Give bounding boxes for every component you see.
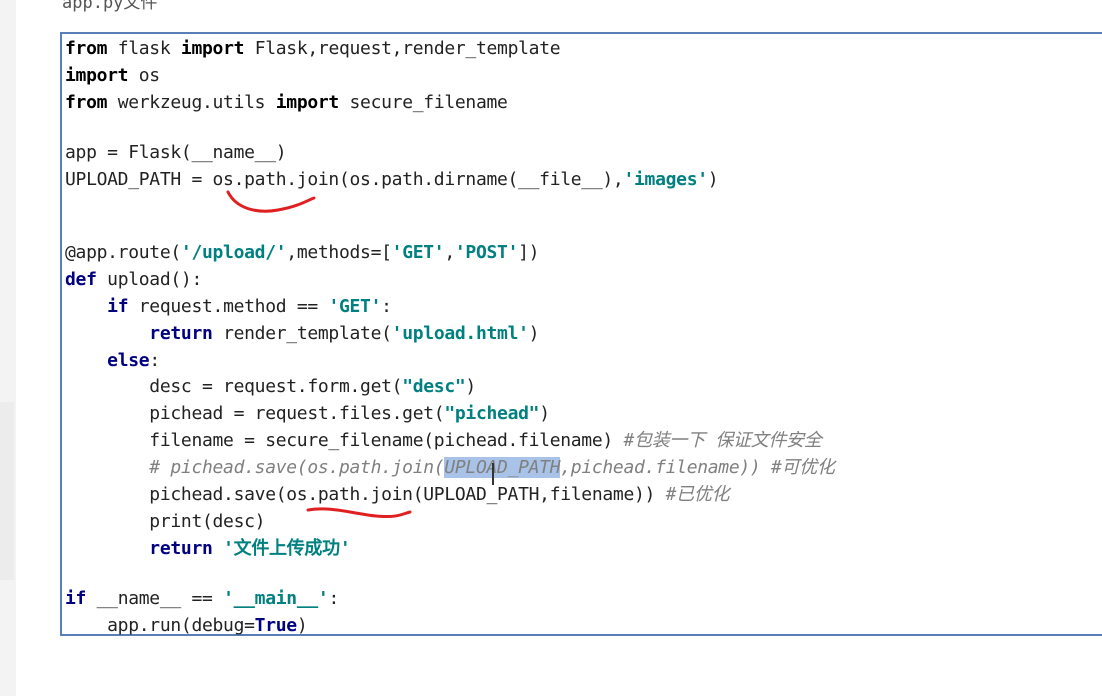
string-literal: 'GET' bbox=[391, 242, 445, 263]
code-text: UPLOAD_PATH = os.path.join(os.path.dirna… bbox=[65, 169, 624, 190]
code-text: , bbox=[444, 242, 455, 263]
code-text: os bbox=[128, 65, 160, 86]
code-line-2: import os bbox=[65, 63, 160, 89]
code-line-13: else: bbox=[65, 348, 160, 374]
code-text: ,methods=[ bbox=[286, 242, 392, 263]
code-text: app = Flask(__name__) bbox=[65, 142, 287, 163]
code-line-14: desc = request.form.get("desc") bbox=[65, 374, 476, 400]
code-comment: # pichead.save(os.path.join( bbox=[65, 457, 445, 478]
selected-text[interactable]: UPLOAD_PATH bbox=[444, 457, 561, 478]
string-literal: '__main__' bbox=[223, 588, 329, 609]
code-line-11: if request.method == 'GET': bbox=[65, 294, 392, 320]
code-line-18: pichead.save(os.path.join(UPLOAD_PATH,fi… bbox=[65, 482, 729, 508]
code-text: flask bbox=[107, 38, 181, 59]
code-text: ) bbox=[465, 376, 476, 397]
code-line-9: @app.route('/upload/',methods=['GET','PO… bbox=[65, 240, 540, 266]
code-text: pichead.save(os.path.join(UPLOAD_PATH,fi… bbox=[65, 484, 666, 505]
code-text bbox=[213, 538, 224, 559]
code-text: ) bbox=[707, 169, 719, 190]
keyword: else bbox=[107, 350, 150, 371]
code-line-19: print(desc) bbox=[65, 509, 265, 535]
string-literal: 'GET' bbox=[328, 296, 382, 317]
code-text: ) bbox=[539, 403, 550, 424]
code-text: app.run(debug= bbox=[65, 615, 255, 636]
code-line-15: pichead = request.files.get("pichead") bbox=[65, 401, 550, 427]
keyword: return bbox=[149, 538, 213, 559]
code-comment: #已优化 bbox=[665, 484, 730, 505]
string-literal: 'upload.html' bbox=[391, 323, 529, 344]
code-text: Flask,request,render_template bbox=[244, 38, 561, 59]
code-line-12: return render_template('upload.html') bbox=[65, 321, 539, 347]
keyword: import bbox=[65, 65, 129, 86]
code-line-1: from flask import Flask,request,render_t… bbox=[65, 36, 561, 62]
code-line-20: return '文件上传成功' bbox=[65, 536, 350, 562]
code-line-16: filename = secure_filename(pichead.filen… bbox=[65, 428, 822, 454]
keyword: def bbox=[65, 269, 97, 290]
string-literal: 'images' bbox=[623, 169, 708, 190]
file-caption: app.py文件 bbox=[62, 0, 158, 13]
code-text: werkzeug.utils bbox=[107, 92, 276, 113]
code-text: ]) bbox=[518, 242, 540, 263]
code-text: ) bbox=[296, 615, 308, 636]
keyword: if bbox=[65, 588, 87, 609]
code-text: ) bbox=[528, 323, 540, 344]
code-text: secure_filename bbox=[338, 92, 508, 113]
code-text: upload(): bbox=[96, 269, 202, 290]
code-line-10: def upload(): bbox=[65, 267, 202, 293]
code-comment: #包装一下 保证文件安全 bbox=[623, 430, 822, 451]
string-literal: "pichead" bbox=[444, 403, 540, 424]
keyword: return bbox=[149, 323, 213, 344]
code-block[interactable]: from flask import Flask,request,render_t… bbox=[60, 32, 1102, 636]
code-indent bbox=[65, 323, 149, 344]
code-text: : bbox=[328, 588, 339, 609]
code-indent bbox=[65, 538, 149, 559]
code-line-17: # pichead.save(os.path.join(UPLOAD_PATH,… bbox=[65, 455, 835, 481]
code-text: render_template( bbox=[212, 323, 392, 344]
code-line-22: if __name__ == '__main__': bbox=[65, 586, 339, 612]
left-side-panel bbox=[0, 402, 14, 580]
code-indent bbox=[65, 350, 107, 371]
keyword: import bbox=[275, 92, 340, 113]
keyword: True bbox=[254, 615, 297, 636]
code-comment: ,pichead.filename)) #可优化 bbox=[560, 457, 835, 478]
code-text: __name__ == bbox=[86, 588, 224, 609]
string-literal: '文件上传成功' bbox=[223, 538, 351, 559]
code-line-23: app.run(debug=True) bbox=[65, 613, 308, 639]
keyword: from bbox=[65, 38, 108, 59]
keyword: if bbox=[107, 296, 129, 317]
code-text: print(desc) bbox=[65, 511, 266, 532]
code-text: : bbox=[149, 350, 160, 371]
keyword: from bbox=[65, 92, 108, 113]
code-text: desc = request.form.get( bbox=[65, 376, 403, 397]
code-text: : bbox=[381, 296, 392, 317]
string-literal: '/upload/' bbox=[180, 242, 287, 263]
code-text: request.method == bbox=[128, 296, 329, 317]
code-line-6: UPLOAD_PATH = os.path.join(os.path.dirna… bbox=[65, 167, 719, 193]
code-line-3: from werkzeug.utils import secure_filena… bbox=[65, 90, 508, 116]
left-scroll-strip bbox=[0, 0, 16, 696]
code-indent bbox=[65, 296, 107, 317]
code-text: @app.route( bbox=[65, 242, 181, 263]
code-text: filename = secure_filename(pichead.filen… bbox=[65, 430, 624, 451]
string-literal: "desc" bbox=[402, 376, 466, 397]
keyword: import bbox=[180, 38, 245, 59]
code-text: pichead = request.files.get( bbox=[65, 403, 445, 424]
code-line-5: app = Flask(__name__) bbox=[65, 140, 287, 166]
string-literal: 'POST' bbox=[454, 242, 519, 263]
